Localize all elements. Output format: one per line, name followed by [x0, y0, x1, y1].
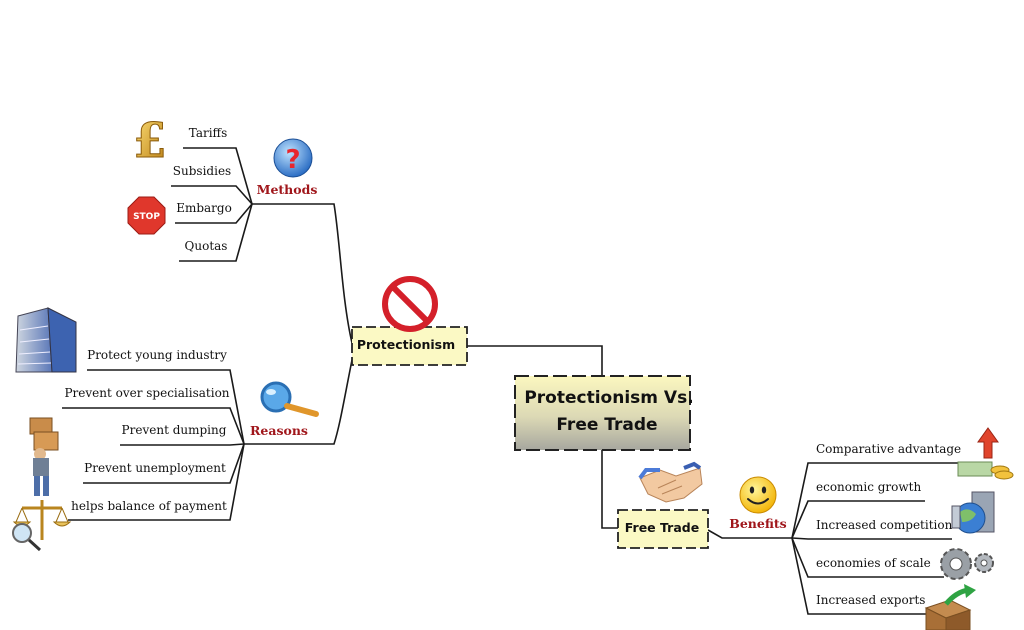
svg-text:STOP: STOP — [133, 212, 160, 222]
magnifier-icon — [260, 381, 319, 417]
reason-item-1[interactable]: Prevent over specialisation — [64, 386, 229, 400]
reason-item-4[interactable]: helps balance of payment — [71, 499, 227, 513]
benefit-item-4[interactable]: Increased exports — [816, 593, 925, 607]
handshake-icon — [638, 461, 703, 503]
gears-icon — [940, 548, 994, 580]
benefit-item-3[interactable]: economies of scale — [816, 556, 931, 570]
reason-item-0[interactable]: Protect young industry — [87, 348, 227, 362]
protectionism-node[interactable]: Protectionism — [351, 326, 468, 366]
office-building-icon — [15, 307, 77, 373]
central-title-line2: Free Trade — [556, 415, 657, 435]
worker-carrying-boxes-icon — [29, 417, 59, 496]
benefit-item-0[interactable]: Comparative advantage — [816, 442, 961, 456]
method-item-0[interactable]: Tariffs — [189, 126, 227, 140]
scales-icon — [12, 500, 72, 552]
methods-label: Methods — [257, 182, 318, 197]
protectionism-label: Protectionism — [357, 337, 455, 352]
globe-buildings-icon — [951, 491, 995, 534]
free-trade-node[interactable]: Free Trade — [617, 509, 709, 549]
central-node[interactable]: Protectionism Vs. Free Trade — [514, 375, 694, 451]
stop-sign-icon: STOP — [127, 196, 166, 235]
no-entry-icon — [382, 276, 438, 332]
reasons-label: Reasons — [250, 423, 308, 438]
pound-sign-icon: £ — [133, 113, 167, 170]
question-mark-icon: ? — [273, 138, 313, 178]
method-item-2[interactable]: Embargo — [176, 201, 232, 215]
benefit-item-2[interactable]: Increased competition — [816, 518, 953, 532]
smiley-icon — [739, 476, 777, 514]
money-growth-icon — [957, 427, 1014, 480]
connectors — [62, 147, 960, 615]
reason-item-2[interactable]: Prevent dumping — [122, 423, 227, 437]
free-trade-label: Free Trade — [625, 520, 699, 535]
method-item-1[interactable]: Subsidies — [173, 164, 231, 178]
reason-item-3[interactable]: Prevent unemployment — [84, 461, 226, 475]
svg-text:£: £ — [133, 113, 166, 169]
central-title-line1: Protectionism Vs. — [524, 388, 693, 408]
benefit-item-1[interactable]: economic growth — [816, 480, 921, 494]
svg-text:?: ? — [285, 145, 300, 175]
method-item-3[interactable]: Quotas — [185, 239, 228, 253]
export-box-icon — [924, 584, 976, 630]
benefits-label: Benefits — [729, 516, 786, 531]
